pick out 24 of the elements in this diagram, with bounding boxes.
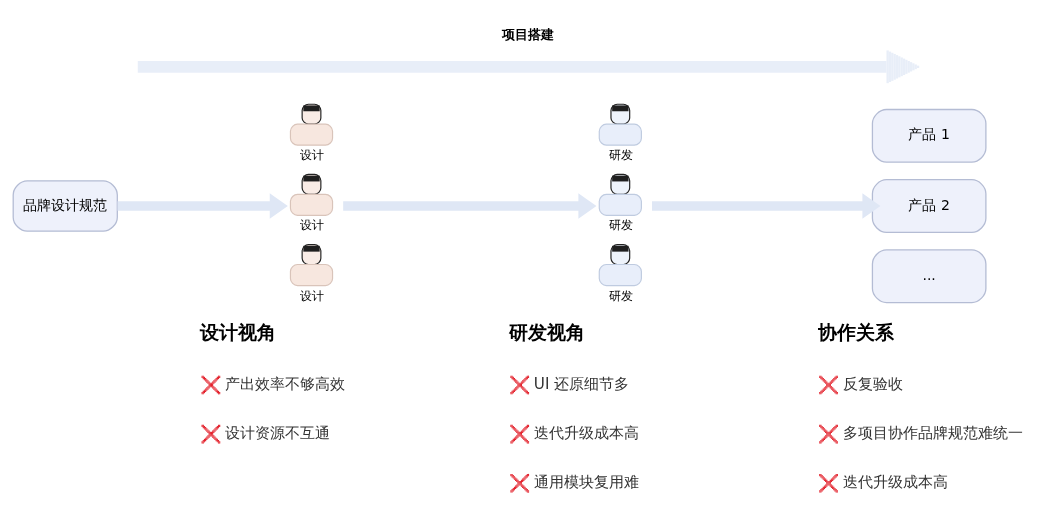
node-label: 研发 bbox=[608, 218, 633, 233]
label: 设计资源不互通 bbox=[224, 424, 330, 443]
node-label: 研发 bbox=[608, 148, 633, 163]
node-label: 设计 bbox=[299, 218, 324, 233]
label: 产出效率不够高效 bbox=[224, 374, 345, 393]
arrow bbox=[117, 193, 288, 219]
label: 研发视角 bbox=[509, 322, 586, 344]
label: UI 还原细节多 bbox=[533, 374, 630, 393]
label: 迭代升级成本高 bbox=[533, 424, 639, 443]
label: 通用模块复用难 bbox=[533, 473, 639, 492]
node-box: 产品 1 bbox=[871, 108, 987, 163]
diagram-title: 项目搭建 bbox=[501, 26, 554, 42]
label: 设计视角 bbox=[200, 322, 277, 344]
label: 迭代升级成本高 bbox=[842, 473, 948, 492]
node-box: ... bbox=[871, 249, 987, 304]
node-label: 设计 bbox=[299, 148, 324, 163]
arrow bbox=[343, 193, 597, 219]
arrow bbox=[652, 193, 881, 219]
label: 多项目协作品牌规范难统一 bbox=[842, 424, 1023, 443]
label: 反复验收 bbox=[842, 374, 903, 393]
node-label: 研发 bbox=[608, 288, 633, 303]
node-box: 品牌设计规范 bbox=[12, 180, 118, 232]
node-label: 设计 bbox=[299, 288, 324, 303]
node-box: 产品 2 bbox=[871, 179, 987, 233]
